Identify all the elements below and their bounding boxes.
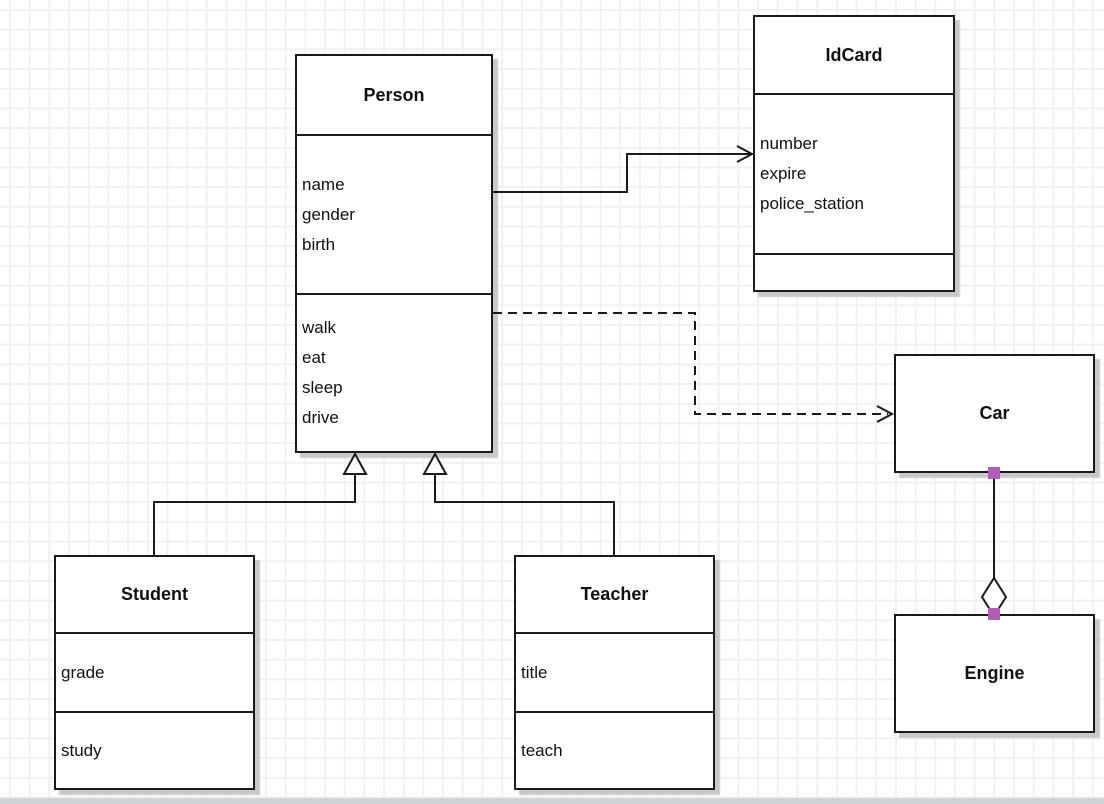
open-arrowhead-icon <box>736 145 755 163</box>
method-label: sleep <box>302 378 343 397</box>
method-label: walk <box>302 318 337 337</box>
idcard-attributes-compartment: number expire police_station <box>755 95 953 253</box>
edge-person-idcard-line[interactable] <box>493 153 750 193</box>
class-title-idcard: IdCard <box>755 17 953 95</box>
hollow-diamond-icon <box>980 576 1008 618</box>
teacher-methods-compartment: teach <box>516 711 713 788</box>
person-attributes-compartment: name gender birth <box>297 136 491 293</box>
edge-student-person-generalization[interactable] <box>153 451 368 555</box>
open-arrowhead-icon <box>876 405 895 423</box>
class-title-teacher: Teacher <box>516 557 713 634</box>
method-label: eat <box>302 348 326 367</box>
class-title-engine: Engine <box>964 663 1025 683</box>
edge-person-car-line[interactable] <box>493 312 888 415</box>
class-node-car[interactable]: Car <box>894 354 1095 473</box>
class-title-student: Student <box>56 557 253 634</box>
attribute-label: number <box>760 134 818 153</box>
class-title-person: Person <box>297 56 491 136</box>
class-node-teacher[interactable]: Teacher title teach <box>514 555 715 790</box>
edge-teacher-person-line[interactable] <box>434 474 615 555</box>
edge-teacher-person-generalization[interactable] <box>422 451 615 555</box>
class-title-car: Car <box>979 403 1010 423</box>
method-label: teach <box>521 740 563 760</box>
class-node-engine[interactable]: Engine <box>894 614 1095 733</box>
hollow-triangle-icon <box>342 451 368 475</box>
class-node-person[interactable]: Person name gender birth walk eat sleep … <box>295 54 493 453</box>
student-attributes-compartment: grade <box>56 634 253 711</box>
edge-person-idcard-association[interactable] <box>493 145 755 193</box>
attribute-label: grade <box>61 662 105 682</box>
attribute-label: name <box>302 174 345 194</box>
attribute-label: birth <box>302 234 336 254</box>
edge-student-person-line[interactable] <box>153 474 356 555</box>
hollow-triangle-icon <box>422 451 448 475</box>
canvas-bottom-edge <box>0 798 1104 804</box>
student-methods-compartment: study <box>56 711 253 788</box>
edge-person-car-dependency[interactable] <box>493 312 895 423</box>
idcard-methods-compartment <box>755 253 953 290</box>
attribute-label: expire <box>760 164 807 183</box>
attribute-label: police_station <box>760 194 864 213</box>
class-node-student[interactable]: Student grade study <box>54 555 255 790</box>
method-label: drive <box>302 408 339 427</box>
class-node-idcard[interactable]: IdCard number expire police_station <box>753 15 955 292</box>
method-label: study <box>61 740 102 760</box>
attribute-label: title <box>521 662 548 682</box>
edge-car-engine-aggregation[interactable] <box>980 467 1008 620</box>
person-methods-compartment: walk eat sleep drive <box>297 293 491 451</box>
teacher-attributes-compartment: title <box>516 634 713 711</box>
attribute-label: gender <box>302 204 355 224</box>
